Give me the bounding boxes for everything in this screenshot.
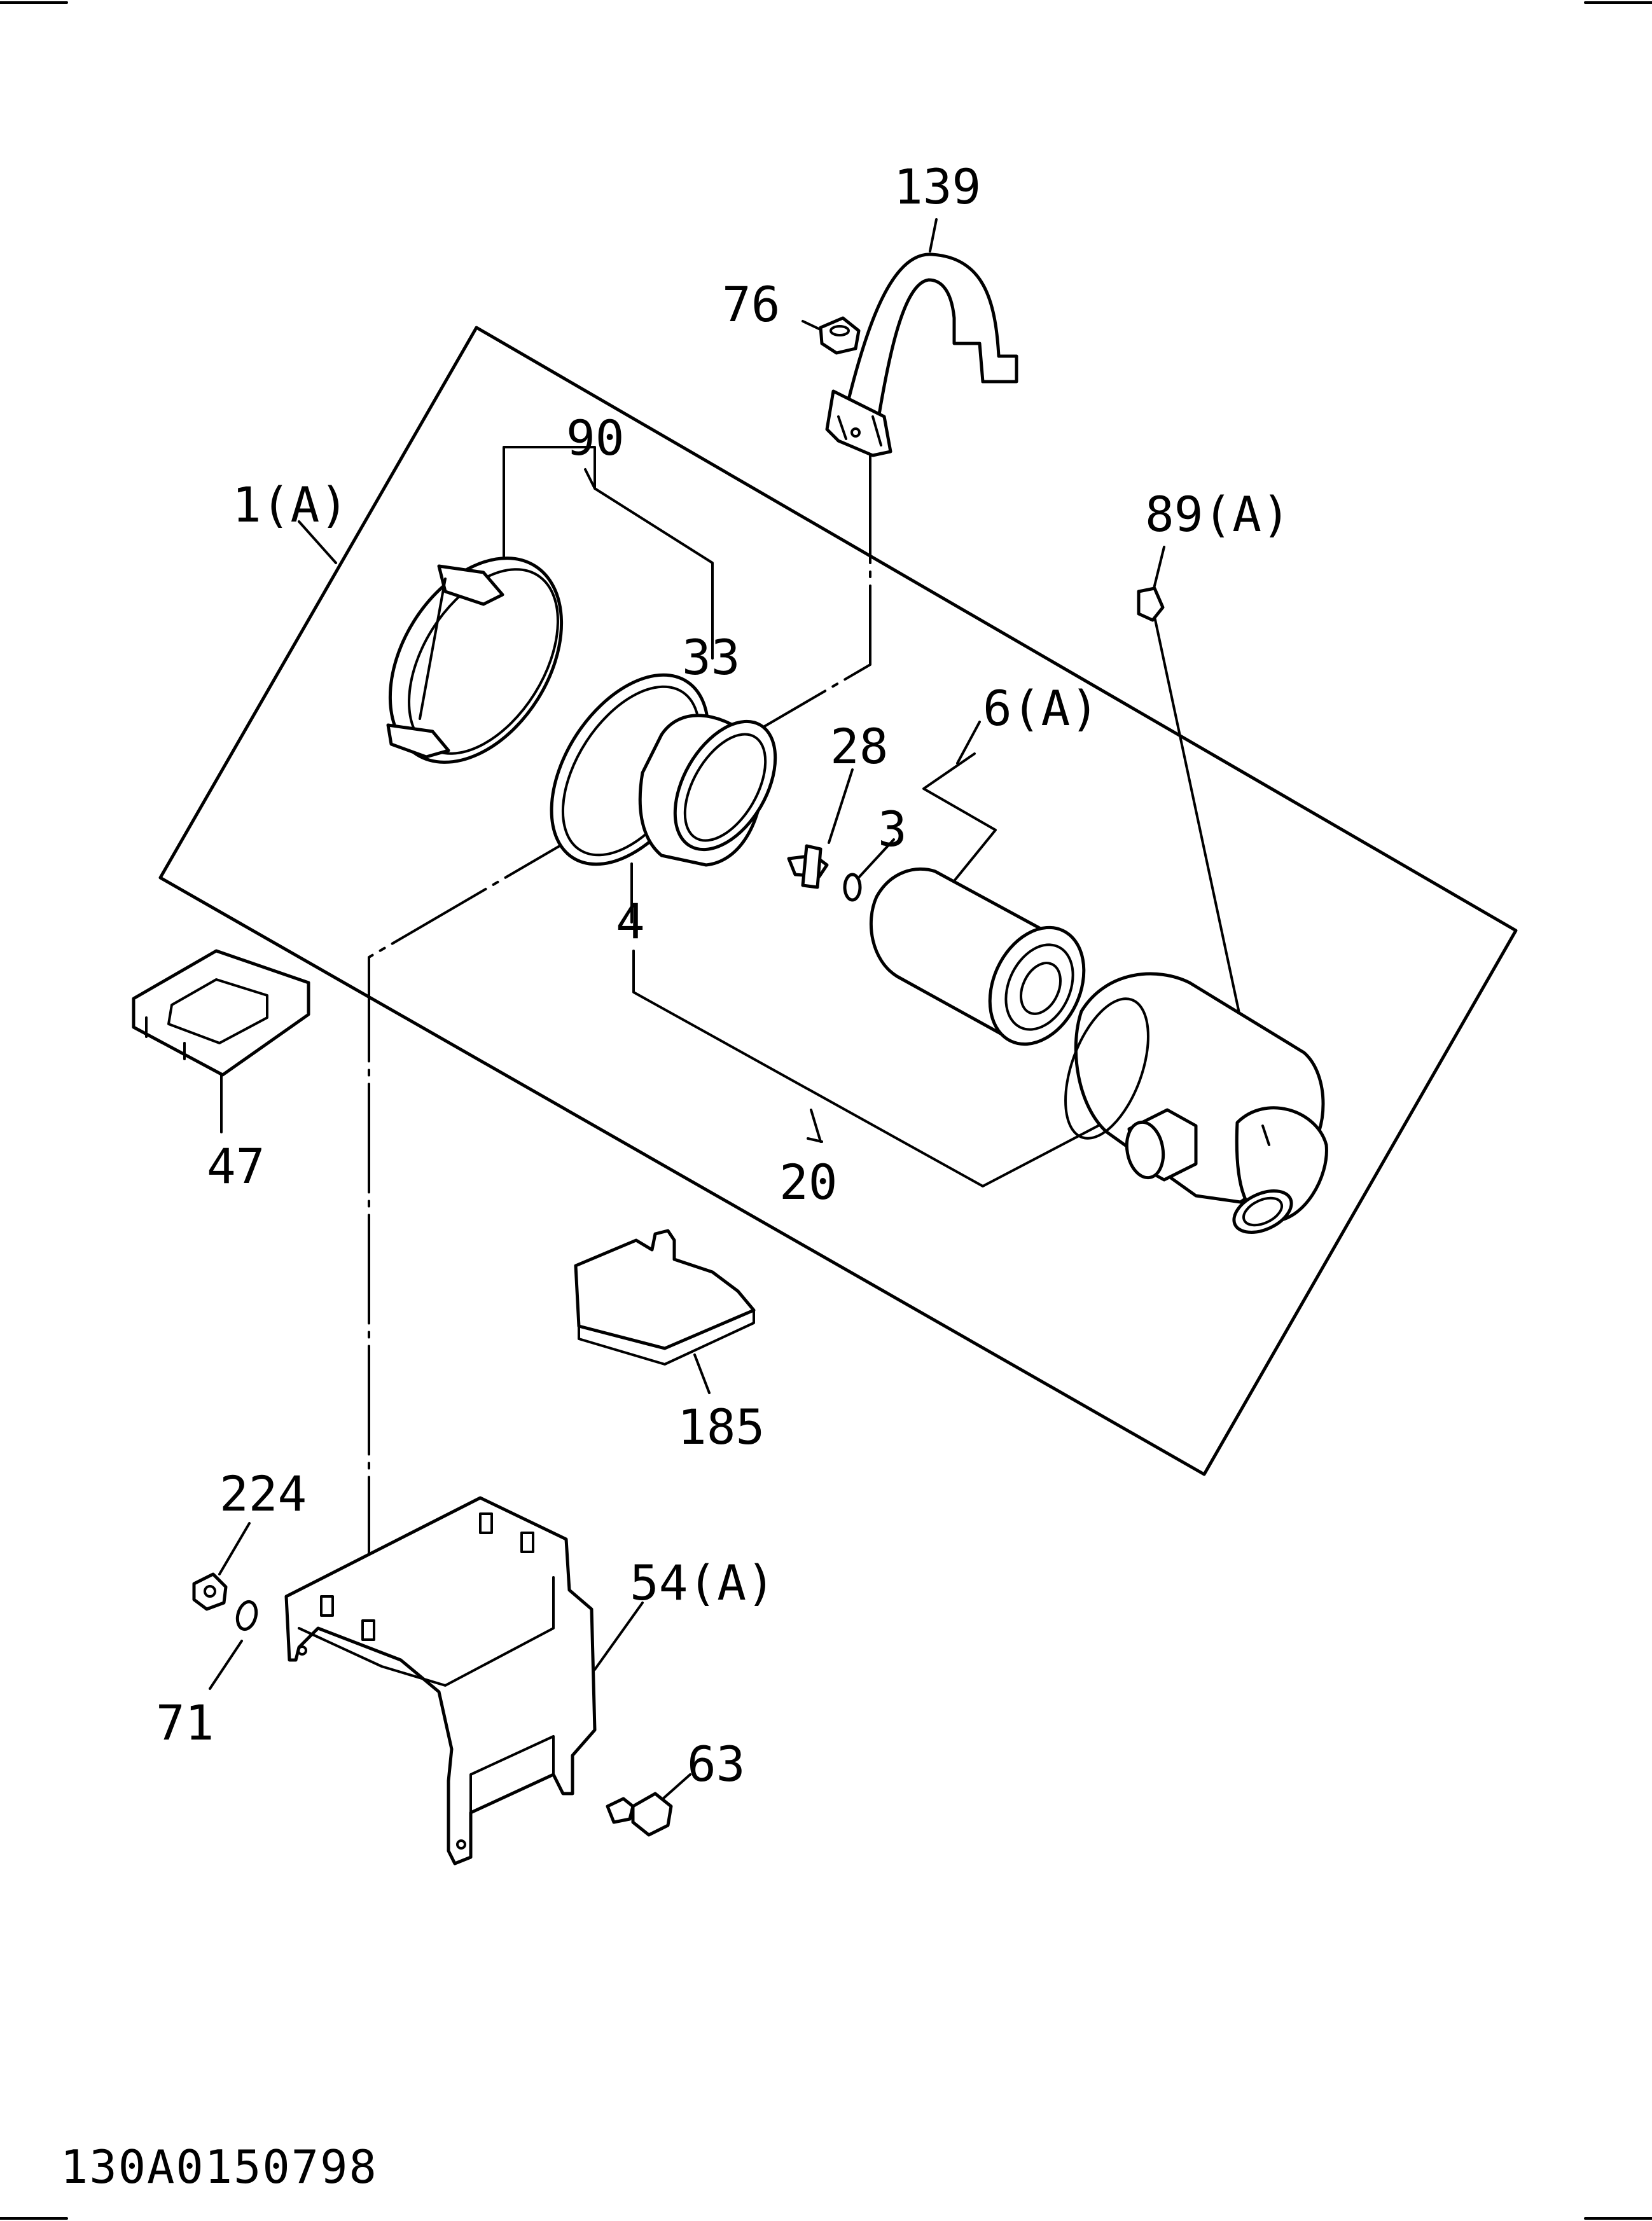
adapter-tube-4 [638, 714, 777, 867]
callout-63: 63 [687, 1736, 746, 1792]
callout-4: 4 [616, 893, 645, 950]
callout-76: 76 [722, 276, 781, 333]
callout-33: 33 [682, 629, 740, 686]
cover-panel-54a [284, 1496, 597, 1865]
nut-76 [819, 316, 861, 355]
callout-1a: 1(A) [232, 476, 349, 533]
drawing-number: 130A0150798 [60, 2140, 378, 2194]
callout-54a: 54(A) [630, 1554, 775, 1611]
plug-89a [1137, 586, 1165, 622]
washer-3 [843, 873, 862, 902]
callout-139: 139 [894, 158, 981, 215]
bolt-63 [606, 1792, 673, 1837]
strap-bracket-139 [825, 253, 1018, 457]
clamp-band-90 [386, 557, 564, 764]
nut-224 [192, 1572, 228, 1611]
callout-71: 71 [156, 1694, 214, 1751]
callout-185: 185 [677, 1399, 765, 1455]
filter-element-6a [869, 867, 1086, 1046]
wing-bolt-28 [787, 844, 829, 889]
callout-47: 47 [207, 1138, 265, 1194]
callout-28: 28 [830, 718, 889, 775]
assembly-boundary-1a [158, 326, 1518, 1476]
callout-89a: 89(A) [1145, 486, 1291, 543]
air-cleaner-housing-20 [1064, 972, 1328, 1234]
callout-224: 224 [219, 1465, 307, 1522]
pad-185 [574, 1229, 756, 1366]
callout-labels: 139 76 90 1(A) 89(A) 33 6(A) 28 3 4 47 2… [156, 158, 1291, 1792]
callout-3: 3 [878, 801, 907, 857]
leader-lines [209, 218, 1266, 1801]
callout-6a: 6(A) [983, 680, 1099, 737]
mount-cradle-47 [132, 949, 310, 1077]
callout-90: 90 [566, 410, 625, 466]
washer-71 [235, 1600, 258, 1631]
callout-20: 20 [779, 1154, 838, 1210]
